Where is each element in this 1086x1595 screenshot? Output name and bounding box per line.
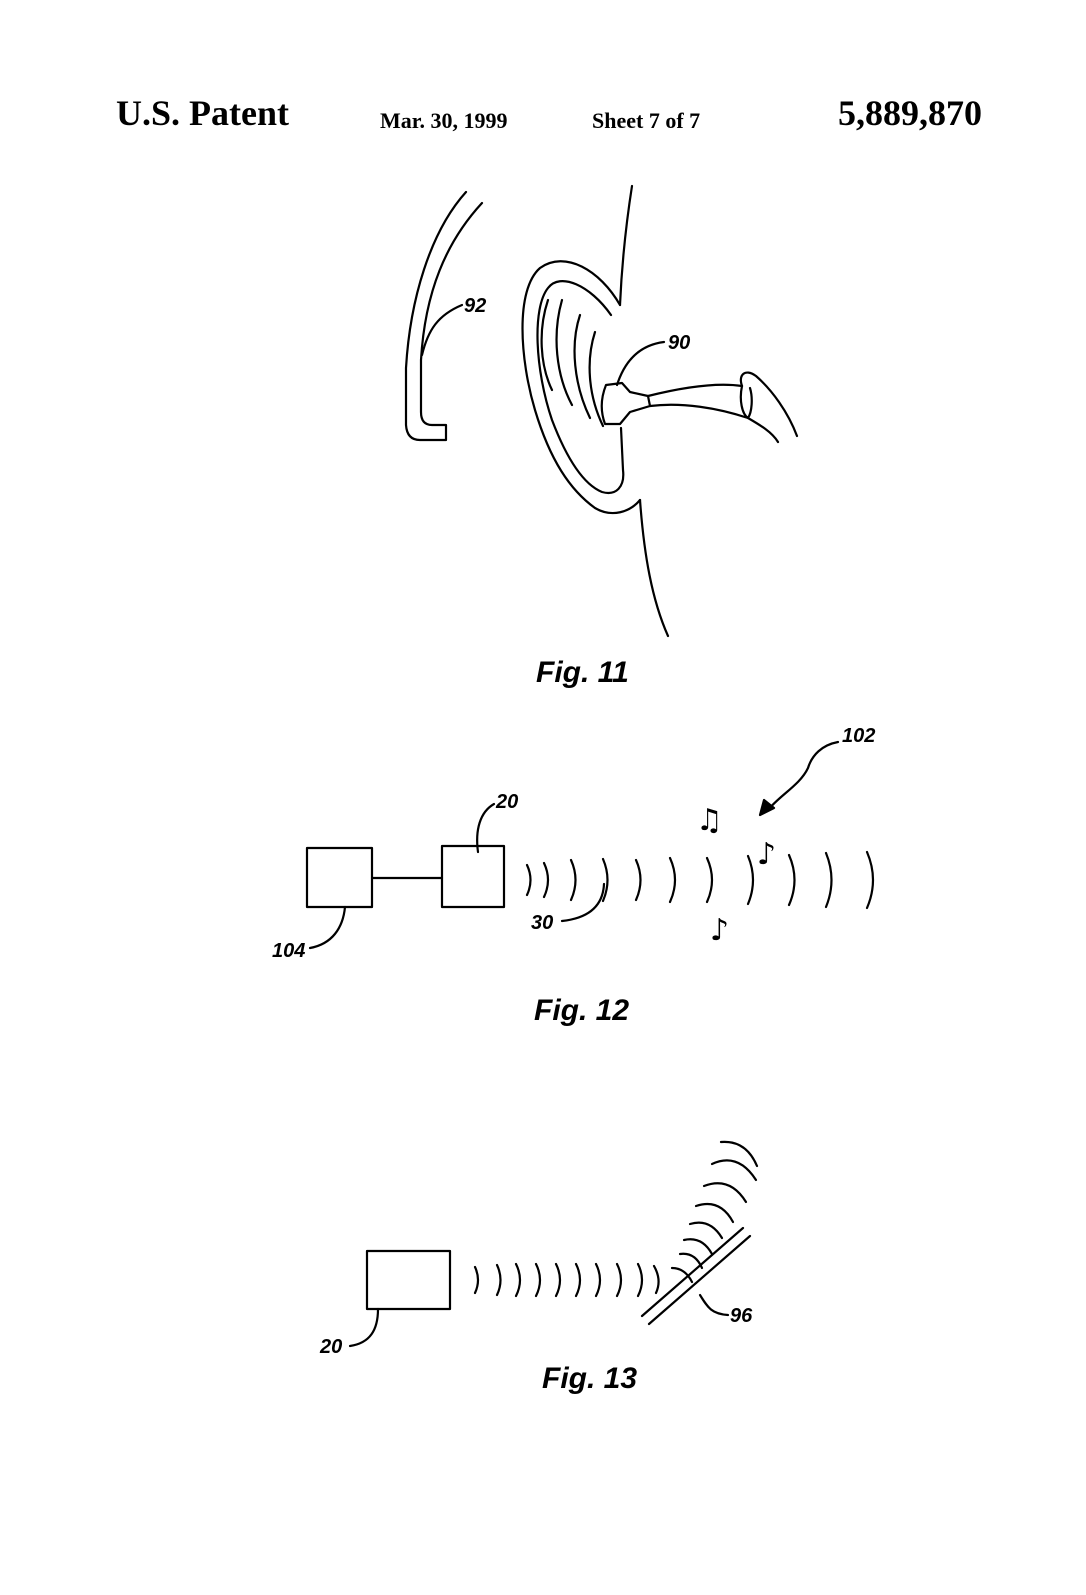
wave-arc <box>668 856 677 904</box>
reflected-wave <box>694 1202 735 1224</box>
fig11-caption: Fig. 11 <box>536 656 629 689</box>
music-note-icon: ♪ <box>710 913 729 948</box>
reflector-96-a <box>640 1226 745 1318</box>
wave-arc <box>601 857 609 903</box>
ref-numeral-92: 92 <box>464 295 486 317</box>
wave-arc <box>787 853 796 907</box>
ear-fold-3 <box>573 313 592 420</box>
wave-arc <box>746 854 755 906</box>
ref-numeral-96: 96 <box>730 1305 753 1327</box>
wave-arc <box>705 856 714 904</box>
reflected-wave <box>682 1238 714 1256</box>
finger-outline <box>739 371 799 438</box>
wave-arc <box>652 1264 660 1295</box>
wave-arc <box>534 1262 542 1298</box>
ear-inner-rim <box>536 280 625 494</box>
wave-arc <box>514 1262 522 1298</box>
wave-arc <box>636 1262 644 1298</box>
wave-arc <box>865 850 875 910</box>
arrowhead-102 <box>758 798 776 817</box>
header-date: Mar. 30, 1999 <box>380 108 508 133</box>
wave-arc <box>824 851 833 909</box>
wave-arc <box>542 861 550 899</box>
finger-tip <box>739 384 780 444</box>
ref-numeral-30: 30 <box>531 912 553 934</box>
leader-104 <box>308 905 347 950</box>
ear-helix <box>521 260 642 515</box>
wave-arc <box>473 1265 480 1295</box>
box-20 <box>440 844 506 909</box>
ref-numeral-102: 102 <box>842 725 875 747</box>
reflected-wave <box>702 1182 748 1204</box>
ref-numeral-90: 90 <box>668 332 690 354</box>
fig13-drawing <box>348 1140 759 1348</box>
leader-90 <box>615 340 666 387</box>
reflected-wave <box>719 1140 759 1168</box>
reflector-96-b <box>647 1234 752 1326</box>
leader-96 <box>698 1293 730 1317</box>
leader-30 <box>560 882 606 923</box>
ear-hook-92 <box>404 190 484 442</box>
header-left-text: U.S. Patent <box>116 93 289 133</box>
wave-arc <box>574 1262 582 1298</box>
fig11-drawing <box>404 184 799 638</box>
neck-outline <box>638 498 670 638</box>
leader-20-fig12 <box>476 802 496 854</box>
ref-numeral-104: 104 <box>272 940 305 962</box>
fig13-caption: Fig. 13 <box>542 1362 637 1395</box>
box-20-fig13 <box>365 1249 452 1311</box>
wave-arc <box>495 1263 502 1297</box>
ear-fold-2 <box>555 298 574 407</box>
earpiece-90 <box>600 381 652 426</box>
ear-fold-1 <box>540 298 554 392</box>
fig12-caption: Fig. 12 <box>534 994 629 1027</box>
wave-arc <box>594 1262 602 1298</box>
wave-arc <box>615 1262 623 1298</box>
earpiece-tube <box>646 383 750 420</box>
ref-numeral-20-fig13: 20 <box>319 1336 342 1358</box>
head-outline <box>618 184 634 307</box>
music-note-double-icon: ♫ <box>696 803 723 838</box>
leader-20-fig13 <box>348 1307 380 1348</box>
reflected-wave <box>670 1266 694 1284</box>
header-sheet: Sheet 7 of 7 <box>592 108 701 133</box>
box-104 <box>305 846 374 909</box>
wave-arc <box>634 858 642 902</box>
wave-arc <box>569 858 577 902</box>
fig12-drawing <box>305 740 875 950</box>
ref-numeral-20: 20 <box>495 791 518 813</box>
wave-arc <box>554 1262 562 1298</box>
ear-fold-4 <box>588 330 605 428</box>
header-patent-number: 5,889,870 <box>838 93 982 133</box>
reflected-wave <box>688 1221 724 1240</box>
reflected-wave <box>678 1252 704 1270</box>
music-note-icon: ♪ <box>757 837 776 872</box>
leader-102 <box>766 740 840 812</box>
wave-arc <box>525 863 532 897</box>
reflected-wave <box>710 1159 758 1182</box>
leader-92 <box>420 303 464 357</box>
